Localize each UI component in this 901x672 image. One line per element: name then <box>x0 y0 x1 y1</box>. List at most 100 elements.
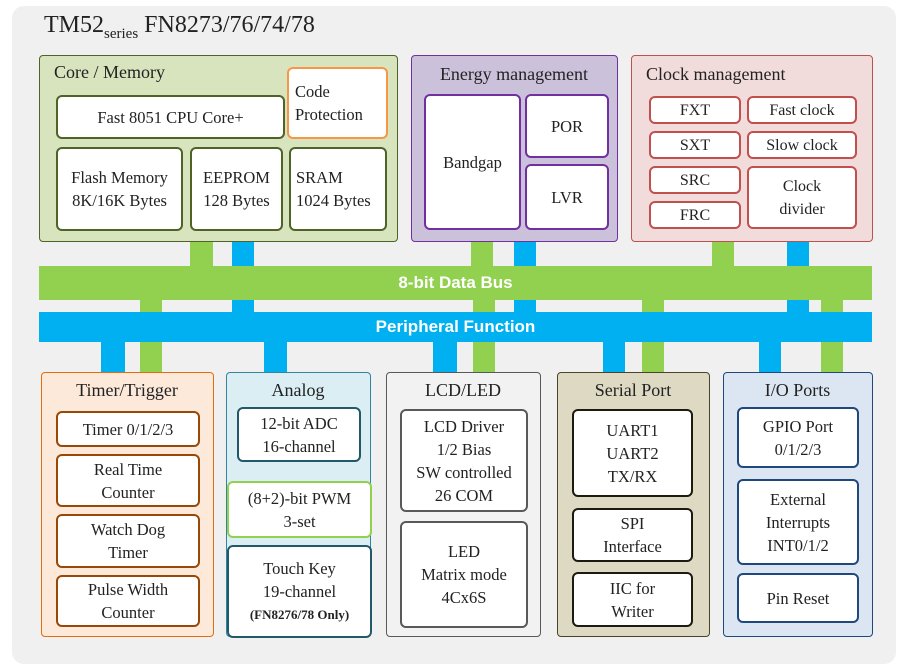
clock-management-label: Clock management <box>646 64 786 84</box>
gpio-line2: 0/1/2/3 <box>774 439 822 459</box>
connector-lcd-peripheral <box>433 340 457 374</box>
fxt-text: FXT <box>679 101 711 119</box>
uart-block: UART1 UART2 TX/RX <box>572 409 693 497</box>
pin-reset-block: Pin Reset <box>737 573 859 623</box>
led-line2: Matrix mode <box>421 565 507 584</box>
led-matrix-block: LED Matrix mode 4Cx6S <box>400 521 528 628</box>
clock-divider-line1: Clock <box>782 177 822 195</box>
ext-line2: Interrupts <box>765 512 831 532</box>
connector-serial-peripheral <box>603 340 625 374</box>
src-text: SRC <box>679 171 711 189</box>
clock-divider-block: Clock divider <box>747 166 857 229</box>
clock-management-group: Clock management FXT SXT SRC FRC Fast cl… <box>631 55 873 242</box>
lcd-led-label: LCD/LED <box>425 380 501 400</box>
lcd-driver-line3: SW controlled <box>416 462 512 482</box>
data-bus-label: 8-bit Data Bus <box>398 273 513 292</box>
por-block: POR <box>525 94 609 158</box>
ext-line1: External <box>770 489 826 509</box>
pin-reset-text: Pin Reset <box>766 588 830 608</box>
flash-memory-block: Flash Memory 8K/16K Bytes <box>56 147 183 231</box>
pwc-line2: Counter <box>101 603 155 622</box>
diagram-title: TM52series FN8273/76/74/78 <box>44 12 315 43</box>
cpu-core-text: Fast 8051 CPU Core+ <box>97 107 244 127</box>
lcd-driver-line1: LCD Driver <box>423 416 505 436</box>
wdt-line1: Watch Dog <box>90 520 166 539</box>
fast-clock-block: Fast clock <box>747 96 857 124</box>
analog-group: Analog 12-bit ADC 16-channel (8+2)-bit P… <box>226 372 372 638</box>
clock-divider-line2: divider <box>779 200 825 218</box>
spi-line1: SPI <box>620 514 645 533</box>
led-line1: LED <box>447 542 481 561</box>
sram-line2: 1024 Bytes <box>296 191 371 210</box>
adc-line1: 12-bit ADC <box>260 413 338 433</box>
connector-analog-peripheral <box>264 340 287 374</box>
touch-key-block: Touch Key 19-channel (FN8276/78 Only) <box>227 545 372 638</box>
gpio-port-block: GPIO Port 0/1/2/3 <box>737 407 859 468</box>
lcd-driver-block: LCD Driver 1/2 Bias SW controlled 26 COM <box>400 409 528 512</box>
serial-port-label: Serial Port <box>594 380 672 400</box>
slow-clock-block: Slow clock <box>747 131 857 159</box>
touch-key-note: (FN8276/78 Only) <box>249 607 350 622</box>
watchdog-timer-block: Watch Dog Timer <box>56 514 200 568</box>
src-block: SRC <box>649 166 741 194</box>
code-protection-block: Code Protection <box>287 67 388 139</box>
peripheral-bus: Peripheral Function <box>39 312 872 342</box>
title-main: TM52 <box>44 12 104 38</box>
adc-line2: 16-channel <box>262 436 336 456</box>
bandgap-block: Bandgap <box>424 94 521 230</box>
real-time-counter-block: Real Time Counter <box>56 454 200 507</box>
fast-clock-text: Fast clock <box>769 101 835 119</box>
iic-line1: IIC for <box>609 578 656 598</box>
lcd-led-group: LCD/LED LCD Driver 1/2 Bias SW controlle… <box>386 372 541 637</box>
timer-trigger-label: Timer/Trigger <box>76 380 178 400</box>
rtc-line1: Real Time <box>93 459 163 479</box>
sram-line1: SRAM <box>296 168 343 187</box>
connector-energy-data <box>471 240 493 266</box>
sram-block: SRAM 1024 Bytes <box>289 147 387 231</box>
core-memory-group: Core / Memory Fast 8051 CPU Core+ Code P… <box>39 55 398 242</box>
io-ports-label: I/O Ports <box>764 380 831 400</box>
spi-block: SPI Interface <box>572 508 693 562</box>
uart-line1: UART1 <box>606 420 659 440</box>
serial-port-group: Serial Port UART1 UART2 TX/RX SPI Interf… <box>557 372 710 637</box>
data-bus: 8-bit Data Bus <box>39 266 872 300</box>
eeprom-line1: EEPROM <box>203 168 270 187</box>
energy-management-label: Energy management <box>439 64 589 84</box>
eeprom-line2: 128 Bytes <box>203 191 270 210</box>
external-interrupts-block: External Interrupts INT0/1/2 <box>737 479 859 565</box>
pulse-width-counter-block: Pulse Width Counter <box>56 575 200 627</box>
eeprom-block: EEPROM 128 Bytes <box>190 147 283 231</box>
sxt-block: SXT <box>649 131 741 159</box>
code-protection-line1: Code <box>295 82 330 101</box>
connector-io-peripheral <box>759 340 781 374</box>
sxt-text: SXT <box>679 136 711 154</box>
rtc-line2: Counter <box>101 482 155 502</box>
flash-memory-line2: 8K/16K Bytes <box>72 191 167 210</box>
energy-management-group: Energy management Bandgap POR LVR <box>411 55 618 242</box>
uart-line2: UART2 <box>606 443 659 463</box>
connector-timer-peripheral <box>101 340 125 374</box>
frc-text: FRC <box>679 206 711 224</box>
fxt-block: FXT <box>649 96 741 124</box>
cpu-core-block: Fast 8051 CPU Core+ <box>56 95 285 139</box>
lvr-text: LVR <box>551 187 583 207</box>
timer-trigger-group: Timer/Trigger Timer 0/1/2/3 Real Time Co… <box>41 372 214 637</box>
core-memory-label: Core / Memory <box>54 62 165 82</box>
iic-block: IIC for Writer <box>572 572 693 627</box>
lcd-driver-line4: 26 COM <box>434 485 494 505</box>
touch-key-line2: 19-channel <box>262 582 337 601</box>
touch-key-line1: Touch Key <box>263 559 336 578</box>
timer-text: Timer 0/1/2/3 <box>82 419 174 439</box>
code-protection-line2: Protection <box>295 105 363 124</box>
gpio-line1: GPIO Port <box>762 416 834 436</box>
title-series: series <box>104 25 139 42</box>
connector-clock-data <box>712 240 734 266</box>
lcd-driver-line2: 1/2 Bias <box>436 439 492 459</box>
pwm-line2: 3-set <box>283 511 316 531</box>
ext-line3: INT0/1/2 <box>767 535 829 555</box>
iic-line2: Writer <box>611 601 654 621</box>
pwm-block: (8+2)-bit PWM 3-set <box>227 481 372 538</box>
pwm-line1: (8+2)-bit PWM <box>247 488 352 508</box>
analog-label: Analog <box>271 380 325 400</box>
frc-block: FRC <box>649 201 741 229</box>
